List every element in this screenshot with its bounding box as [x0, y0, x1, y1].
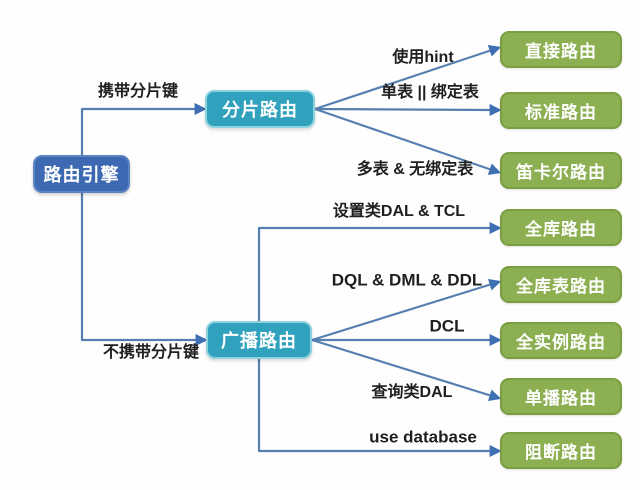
edge-sharding-route-to-cartesian-route: [314, 107, 502, 175]
edge-label-full-instance-route: DCL: [429, 316, 465, 336]
node-cartesian-route: 笛卡尔路由: [500, 152, 622, 189]
edge-sharding-route-to-direct-route: [314, 45, 502, 111]
edge-broadcast-route-to-unicast-route: [311, 338, 502, 402]
node-label-unicast-route: 单播路由: [525, 389, 597, 408]
edge-label-broadcast-route: 不携带分片键: [102, 344, 200, 362]
node-sharding-route: 分片路由: [205, 90, 315, 128]
node-label-full-instance-route: 全实例路由: [516, 333, 606, 352]
node-label-full-db-route: 全库路由: [525, 220, 597, 239]
edge-label-block-route: use database: [369, 427, 477, 447]
node-label-standard-route: 标准路由: [525, 103, 597, 122]
edge-label-cartesian-route: 多表 & 无绑定表: [356, 161, 474, 179]
edge-broadcast-route-to-full-db-route: [257, 221, 502, 321]
node-full-db-table-route: 全库表路由: [500, 266, 622, 303]
node-broadcast-route: 广播路由: [206, 321, 312, 359]
edge-label-sharding-route: 携带分片键: [97, 83, 179, 101]
edge-broadcast-route-to-block-route: [257, 359, 502, 458]
node-label-direct-route: 直接路由: [525, 42, 597, 61]
node-full-db-route: 全库路由: [500, 209, 622, 246]
edge-routing-engine-to-sharding-route: [80, 102, 207, 155]
node-direct-route: 直接路由: [500, 31, 622, 68]
node-label-full-db-table-route: 全库表路由: [516, 277, 606, 296]
node-label-broadcast-route: 广播路由: [221, 331, 297, 351]
node-routing-engine: 路由引擎: [33, 155, 130, 193]
edge-label-direct-route: 使用hint: [392, 49, 454, 67]
node-label-sharding-route: 分片路由: [222, 100, 298, 120]
edge-sharding-route-to-standard-route: [314, 103, 502, 117]
node-label-routing-engine: 路由引擎: [43, 165, 120, 185]
edge-label-full-db-table-route: DQL & DML & DDL: [331, 270, 483, 290]
node-full-instance-route: 全实例路由: [500, 322, 622, 359]
node-block-route: 阻断路由: [500, 432, 622, 469]
edge-routing-engine-to-broadcast-route: [80, 193, 208, 347]
node-unicast-route: 单播路由: [500, 378, 622, 415]
node-label-block-route: 阻断路由: [525, 443, 597, 462]
edge-broadcast-route-to-full-db-table-route: [311, 278, 502, 342]
node-standard-route: 标准路由: [500, 92, 622, 129]
edge-label-standard-route: 单表 || 绑定表: [381, 84, 479, 102]
edge-label-unicast-route: 查询类DAL: [371, 384, 453, 402]
edge-label-full-db-route: 设置类DAL & TCL: [332, 203, 466, 221]
node-label-cartesian-route: 笛卡尔路由: [516, 163, 606, 182]
